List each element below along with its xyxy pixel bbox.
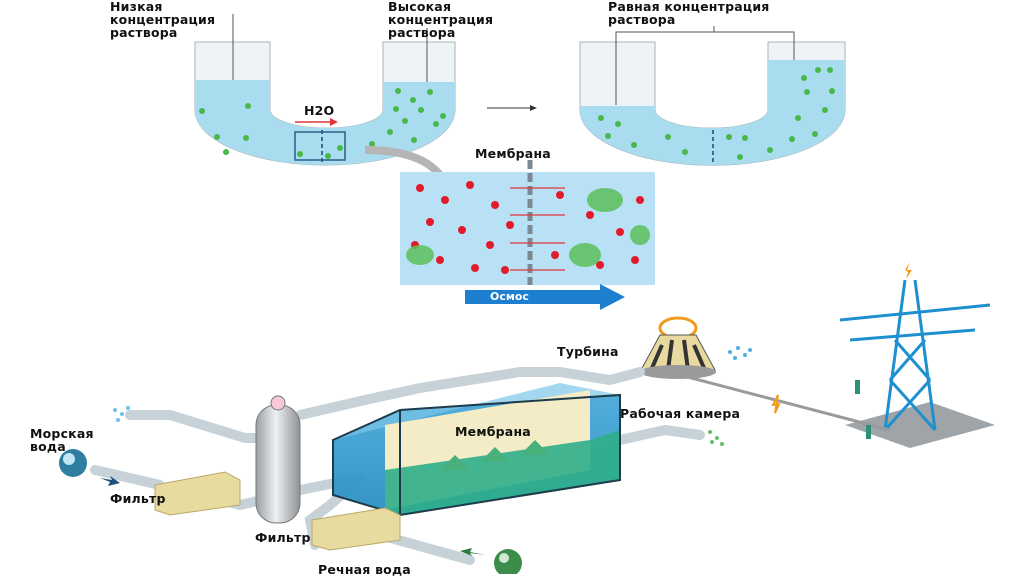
turbine-label: Турбина xyxy=(557,344,619,359)
label-line: раствора xyxy=(608,12,676,27)
label-line: Низкая xyxy=(110,0,163,14)
filter-1 xyxy=(154,471,241,516)
label-line: раствора xyxy=(388,25,456,40)
u-tube-equilibrium xyxy=(579,26,846,166)
chamber-label: Рабочая камера xyxy=(620,406,741,421)
filter-2-label: Фильтр xyxy=(255,530,311,545)
pressure-column xyxy=(255,395,301,524)
river-water-globe xyxy=(494,549,522,574)
label-line: концентрация xyxy=(110,12,216,27)
filter-1-label: Фильтр xyxy=(110,491,166,506)
high-concentration-label: Высокая концентрация раствора xyxy=(388,0,493,39)
filter-2 xyxy=(311,507,401,551)
membrane-label-top: Мембрана xyxy=(475,146,551,161)
label-line: Равная концентрация xyxy=(608,0,770,14)
membrane-molecular-view xyxy=(400,160,655,310)
label-line: Морская xyxy=(30,426,94,441)
label-line: вода xyxy=(30,439,66,454)
power-tower xyxy=(679,262,995,448)
working-chamber xyxy=(332,383,621,517)
water-label: H2O xyxy=(304,103,335,118)
sea-water-label: Морская вода xyxy=(30,427,94,453)
membrane-label-plant: Мембрана xyxy=(455,424,531,439)
transition-arrow xyxy=(487,105,537,111)
river-water-label: Речная вода xyxy=(318,562,411,577)
turbine xyxy=(640,316,752,379)
osmosis-label: Осмос xyxy=(490,290,529,303)
label-line: раствора xyxy=(110,25,178,40)
sea-water-globe xyxy=(59,449,87,477)
low-concentration-label: Низкая концентрация раствора xyxy=(110,0,215,39)
label-line: Высокая xyxy=(388,0,452,14)
equal-concentration-label: Равная концентрация раствора xyxy=(608,0,770,26)
u-tube-initial xyxy=(194,14,456,188)
label-line: концентрация xyxy=(388,12,494,27)
